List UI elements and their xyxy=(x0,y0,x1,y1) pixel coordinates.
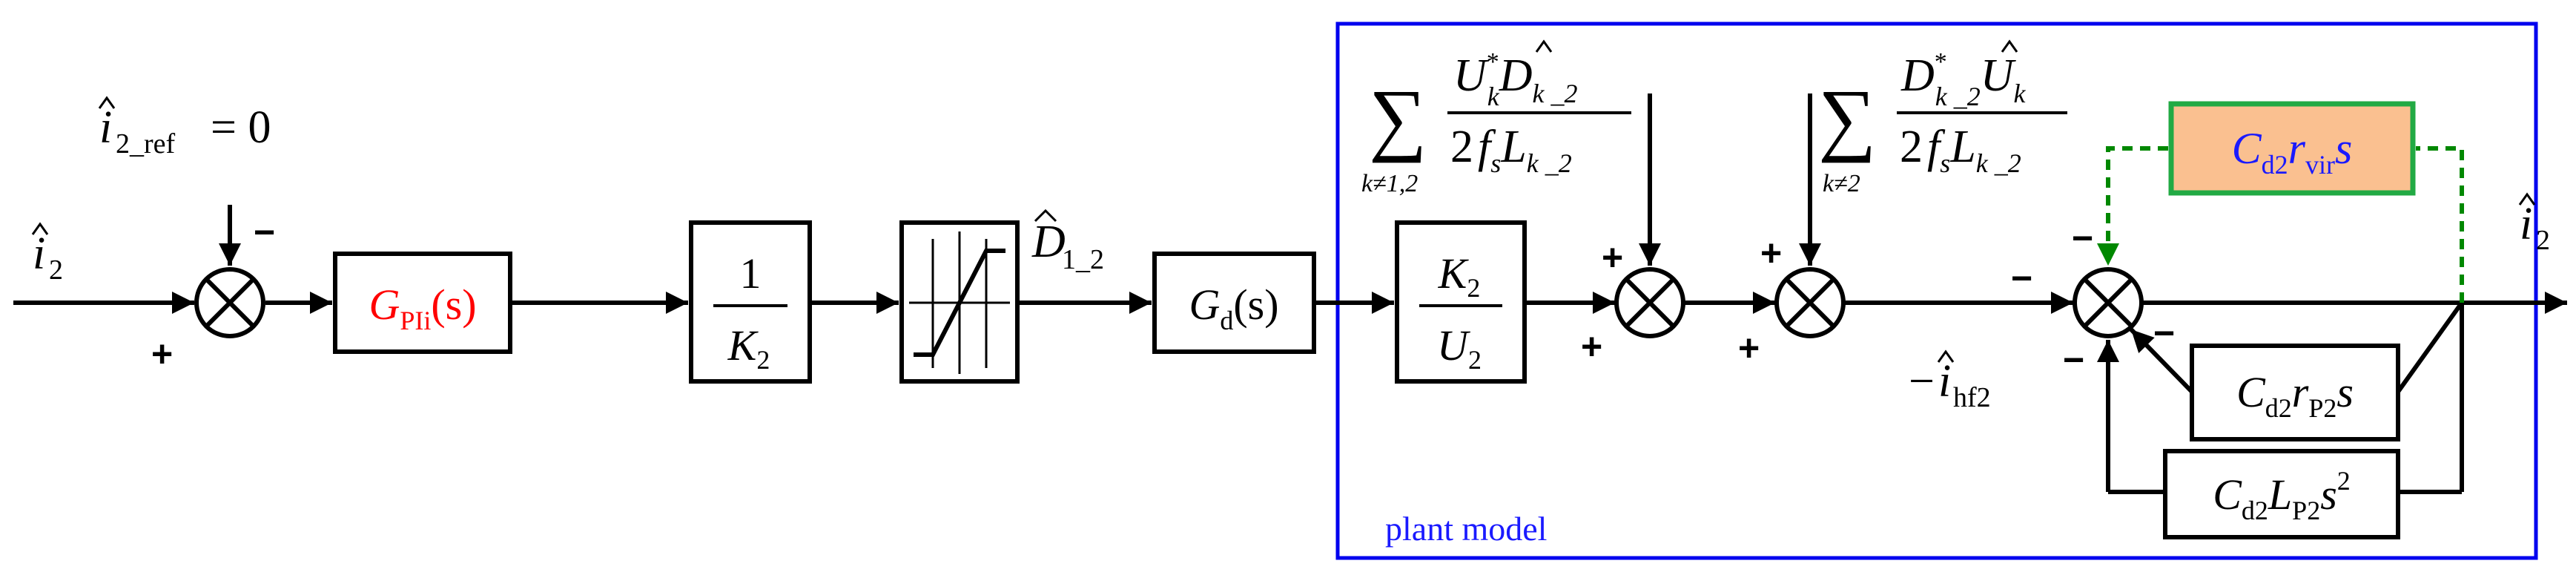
disturbance-term-2: ∑ k≠2 D*k _2Uk 2fsLk _2 xyxy=(1818,39,2067,197)
lp2-s-symbol: s xyxy=(2320,470,2337,519)
svg-text:2fsLk _2: 2fsLk _2 xyxy=(1450,122,1572,178)
sign-j1-minus: − xyxy=(254,211,275,253)
svg-text:k≠1,2: k≠1,2 xyxy=(1361,170,1418,197)
sign-j2-plus-bottom: + xyxy=(1581,326,1602,367)
summing-junction-4 xyxy=(2073,267,2144,338)
svg-text:i: i xyxy=(33,229,45,279)
sign-j3-plus-bottom: + xyxy=(1738,327,1760,369)
k2u2-denominator-sub: 2 xyxy=(1468,345,1482,375)
svg-text:U2: U2 xyxy=(1437,321,1482,375)
svg-text:hf2: hf2 xyxy=(1953,382,1991,413)
lp2-l-symbol: L xyxy=(2268,470,2292,519)
svg-text:Cd2LP2s2: Cd2LP2s2 xyxy=(2213,466,2351,525)
gd-symbol: G xyxy=(1189,280,1220,329)
lp2-exponent: 2 xyxy=(2337,466,2351,496)
sign-j4-minus-top: − xyxy=(2072,217,2093,259)
virtual-resistance-block: Cd2rvirs xyxy=(2168,101,2416,196)
svg-text:∑: ∑ xyxy=(1818,73,1876,163)
svg-text:i: i xyxy=(1938,356,1951,407)
lp2-l-sub: P2 xyxy=(2292,496,2320,525)
gd-block: Gd(s) xyxy=(1152,252,1316,354)
k2u2-numerator-sub: 2 xyxy=(1467,273,1480,303)
svg-text:−: − xyxy=(1909,356,1935,407)
gd-sub: d xyxy=(1220,306,1233,335)
saturation-block xyxy=(899,220,1020,384)
virtual-s-symbol: s xyxy=(2335,124,2352,173)
rp2-c-symbol: C xyxy=(2236,368,2266,416)
summing-junction-3 xyxy=(1774,267,1846,338)
svg-text:Cd2rvirs: Cd2rvirs xyxy=(2232,124,2353,180)
lp2-feedback-block: Cd2LP2s2 xyxy=(2163,449,2400,539)
gd-arg: (s) xyxy=(1233,280,1278,329)
sign-j1-plus: + xyxy=(151,333,173,375)
rp2-r-sub: P2 xyxy=(2308,393,2336,423)
sign-j4-minus-bottom: − xyxy=(2063,339,2084,381)
inverse-gain-numerator: 1 xyxy=(740,249,762,298)
sign-j4-minus-left: − xyxy=(2011,257,2032,299)
virtual-c-symbol: C xyxy=(2232,124,2262,173)
svg-text:U*kDk _2: U*kDk _2 xyxy=(1453,48,1578,111)
lp2-c-symbol: C xyxy=(2213,470,2242,519)
summing-junction-2 xyxy=(1614,267,1685,338)
svg-text:Gd(s): Gd(s) xyxy=(1189,280,1278,335)
svg-text:K2: K2 xyxy=(1438,249,1481,303)
reference-signal-label: i 2_ref = 0 xyxy=(98,96,271,160)
svg-text:K2: K2 xyxy=(727,321,770,375)
output-signal-label: i 2 xyxy=(2518,192,2550,256)
plant-model-label: plant model xyxy=(1385,510,1547,548)
rp2-s-symbol: s xyxy=(2336,368,2354,416)
inverse-gain-block: 1 K2 xyxy=(689,220,812,384)
pi-gain-arg: (s) xyxy=(431,280,476,329)
svg-text:Cd2rP2s: Cd2rP2s xyxy=(2236,368,2354,423)
svg-text:2: 2 xyxy=(49,254,63,286)
rp2-r-symbol: r xyxy=(2292,368,2309,416)
duty-signal-label: D 1_2 xyxy=(1031,208,1104,275)
svg-text:2: 2 xyxy=(2536,225,2550,256)
svg-text:D*k _2Uk: D*k _2Uk xyxy=(1900,48,2027,111)
virtual-r-sub: vir xyxy=(2305,150,2335,180)
pi-controller-block: GPIi(s) xyxy=(333,252,512,354)
inverse-gain-denominator: K xyxy=(727,321,759,370)
virtual-r-symbol: r xyxy=(2288,124,2306,173)
svg-text:= 0: = 0 xyxy=(211,102,271,153)
k2u2-numerator: K xyxy=(1438,249,1470,298)
inverse-gain-denominator-sub: 2 xyxy=(756,345,770,375)
lp2-c-sub: d2 xyxy=(2242,496,2268,525)
rp2-feedback-block: Cd2rP2s xyxy=(2190,344,2400,441)
sign-j4-minus-right: − xyxy=(2153,312,2175,354)
svg-text:∑: ∑ xyxy=(1369,73,1427,163)
disturbance-term-1: ∑ k≠1,2 U*kDk _2 2fsLk _2 xyxy=(1361,39,1631,197)
virtual-feedback-path xyxy=(2097,146,2464,303)
rp2-c-sub: d2 xyxy=(2265,393,2292,423)
plant-model-box xyxy=(1335,22,2538,560)
svg-text:i: i xyxy=(99,102,112,153)
k2-over-u2-block: K2 U2 xyxy=(1395,220,1527,384)
junction-signs: + − + + + + − − − − xyxy=(151,211,2175,381)
summing-junction-1 xyxy=(194,267,265,338)
svg-text:2fsLk _2: 2fsLk _2 xyxy=(1900,122,2021,178)
signal-lines xyxy=(13,93,2567,494)
svg-text:k≠2: k≠2 xyxy=(1823,170,1860,197)
svg-text:i: i xyxy=(2520,199,2532,249)
current-signal-label: − i hf2 xyxy=(1909,349,1991,413)
svg-text:2_ref: 2_ref xyxy=(116,128,176,160)
svg-text:GPIi(s): GPIi(s) xyxy=(369,280,476,335)
svg-text:1_2: 1_2 xyxy=(1062,244,1104,275)
input-signal-label: i 2 xyxy=(31,222,63,286)
pi-gain-symbol: G xyxy=(369,280,400,329)
sign-j3-plus-top: + xyxy=(1760,232,1782,274)
svg-text:D: D xyxy=(1031,217,1066,267)
k2u2-denominator: U xyxy=(1437,321,1471,370)
virtual-c-sub: d2 xyxy=(2262,150,2288,180)
pi-gain-sub: PIi xyxy=(400,306,431,335)
sign-j2-plus-top: + xyxy=(1602,237,1623,278)
